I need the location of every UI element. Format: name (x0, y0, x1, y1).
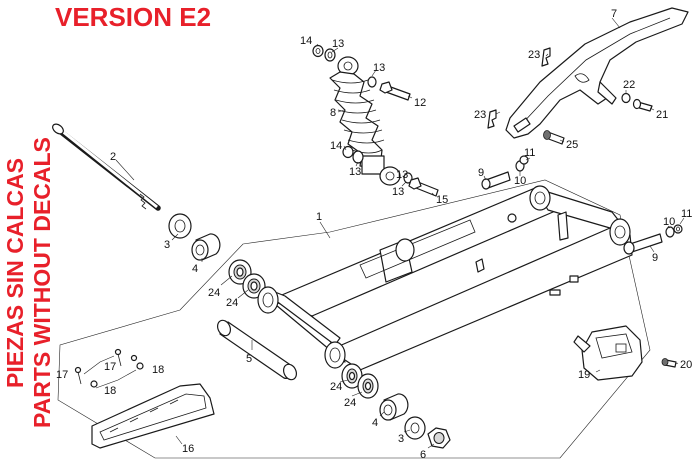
callout-11-right: 11 (681, 208, 692, 220)
shock-upper-washer-14 (312, 44, 324, 58)
callout-12: 12 (414, 97, 426, 109)
callout-16: 16 (182, 443, 194, 455)
pad-washer-18a (90, 380, 98, 388)
callout-18-right: 18 (152, 364, 164, 376)
chain-guard-washer-22 (621, 92, 631, 104)
shock-lower-washer-14 (342, 145, 354, 159)
shock-lower-spacer-13 (352, 150, 364, 164)
callout-9-right: 9 (652, 252, 658, 264)
callout-7: 7 (611, 8, 617, 20)
swingarm-region-outline (57, 179, 651, 459)
chain-slider-pad (91, 383, 215, 449)
callout-25: 25 (566, 139, 578, 151)
axle-nut-11 (673, 224, 683, 234)
callout-11-upper: 11 (524, 147, 535, 159)
chain-guard-screw-25 (543, 130, 565, 145)
cross-tube (216, 319, 298, 381)
callout-4-left: 4 (192, 263, 198, 275)
callout-10-right: 10 (663, 216, 675, 228)
chain-guard-clip-upper (541, 47, 551, 67)
bearing-lower-1 (341, 363, 363, 389)
spacer-washer-left (168, 213, 192, 239)
side-text-english: PARTS WITHOUT DECALS (29, 137, 55, 428)
callout-2: 2 (110, 151, 116, 163)
callout-14-lower: 14 (330, 140, 342, 152)
callout-3-right: 3 (398, 433, 404, 445)
bearing-upper-2 (242, 273, 266, 299)
swingarm-nut-11 (519, 155, 529, 165)
callout-24-b: 24 (226, 297, 238, 309)
callout-6: 6 (420, 449, 426, 459)
callout-13-e: 13 (396, 169, 408, 181)
callout-13-a: 13 (332, 38, 344, 50)
callout-10-upper: 10 (514, 175, 526, 187)
callout-17-left: 17 (56, 369, 68, 381)
callout-24-c: 24 (330, 381, 342, 393)
pad-screw-17a (74, 366, 82, 385)
callout-13-d: 13 (392, 186, 404, 198)
shock-upper-bolt-12 (379, 81, 411, 101)
callout-13-b: 13 (373, 62, 385, 74)
pivot-axle (52, 123, 161, 211)
pad-washer-18b (130, 354, 144, 370)
axle-bolt-9 (623, 233, 663, 255)
callout-labels: 1 2 3 4 5 6 7 8 9 9 10 10 11 11 12 13 13… (56, 8, 692, 461)
leader-lines (115, 17, 685, 449)
version-title: VERSION E2 (55, 2, 211, 32)
swingarm-bolt-9 (481, 171, 511, 190)
callout-8: 8 (330, 107, 336, 119)
callout-23-lower: 23 (474, 109, 486, 121)
rear-shock-absorber (329, 56, 401, 186)
bearing-lower-2 (357, 373, 379, 399)
callout-4-right: 4 (372, 417, 378, 429)
pad-screw-17b (114, 348, 122, 367)
callout-24-a: 24 (208, 287, 220, 299)
callout-23-upper: 23 (528, 49, 540, 61)
callout-5: 5 (246, 353, 252, 365)
chain-guard-screw-21 (632, 98, 653, 112)
callout-14-upper: 14 (300, 35, 312, 47)
shock-lower-washer-13c (403, 172, 413, 184)
chain-slider (573, 325, 643, 381)
callout-22: 22 (623, 79, 635, 91)
callout-13-c: 13 (349, 166, 361, 178)
callout-19: 19 (578, 369, 590, 381)
spacer-washer-right (404, 416, 426, 440)
swingarm (257, 185, 633, 371)
callout-1: 1 (316, 211, 322, 223)
slider-screw-20 (661, 358, 677, 368)
callout-20: 20 (680, 359, 692, 371)
bushing-right (379, 393, 409, 421)
callout-24-d: 24 (344, 397, 356, 409)
callout-9-upper: 9 (478, 167, 484, 179)
shock-upper-washer-13b (367, 76, 377, 88)
shock-lower-bolt-15 (408, 177, 439, 197)
chain-guard-clip-lower (487, 109, 497, 129)
callout-17-mid: 17 (104, 361, 116, 373)
axle-washer-10 (665, 226, 675, 238)
callout-21: 21 (656, 109, 668, 121)
callout-15: 15 (436, 194, 448, 206)
bushing-left (191, 233, 221, 261)
callout-3-left: 3 (164, 239, 170, 251)
axle-nut (427, 427, 451, 449)
chain-guard (505, 7, 689, 139)
side-text-spanish: PIEZAS SIN CALCAS (2, 158, 28, 388)
callout-18-left: 18 (104, 385, 116, 397)
